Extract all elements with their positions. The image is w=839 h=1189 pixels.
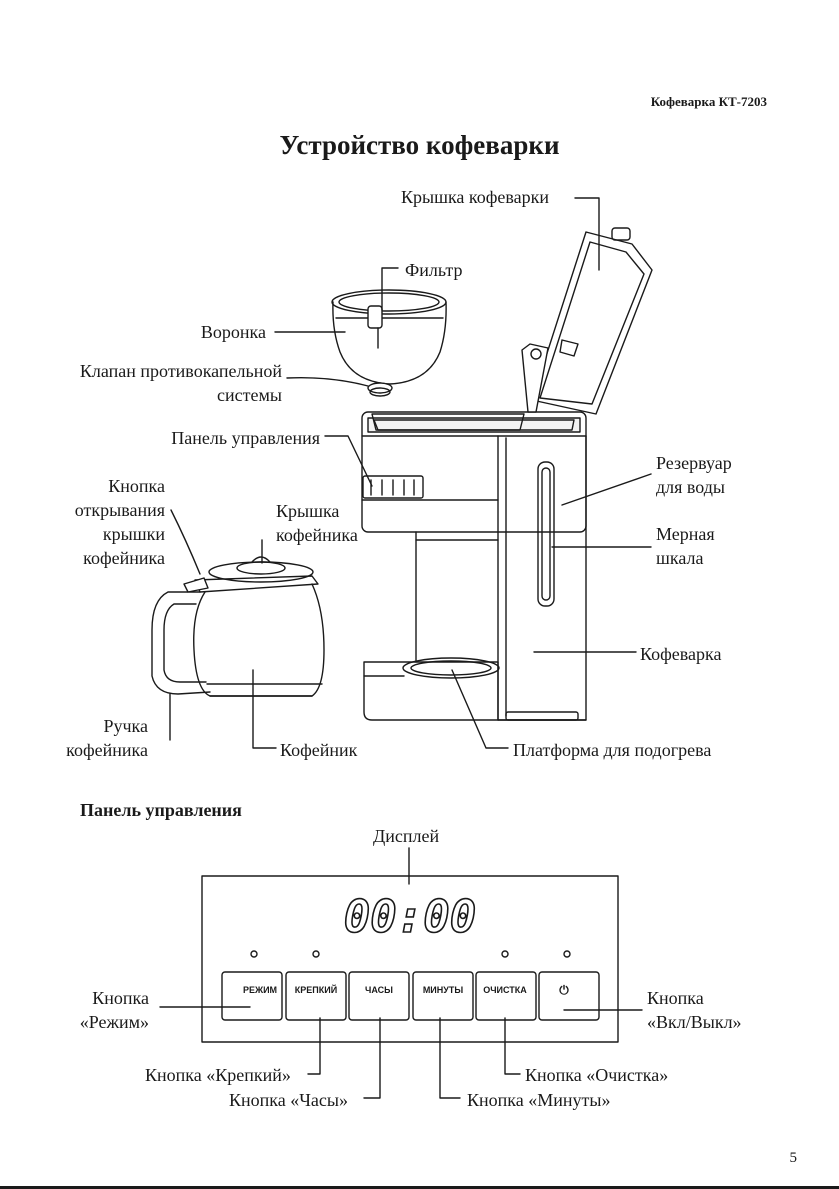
bottom-rule (0, 1186, 839, 1189)
funnel-illustration (331, 289, 447, 397)
label-mode-button: Кнопка«Режим» (79, 988, 149, 1032)
label-filter: Фильтр (405, 260, 463, 280)
label-pot: Кофейник (280, 740, 358, 760)
label-power-button: Кнопка«Вкл/Выкл» (647, 988, 742, 1032)
label-warming-plate: Платформа для подогрева (513, 740, 712, 760)
control-panel-illustration (159, 847, 643, 1099)
panel-button-clock: ЧАСЫ (365, 985, 393, 995)
label-clock-button: Кнопка «Часы» (229, 1090, 349, 1110)
label-display: Дисплей (373, 826, 440, 846)
panel-button-strong: КРЕПКИЙ (295, 984, 337, 995)
section-title-control-panel: Панель управления (80, 800, 242, 820)
panel-button-minutes: МИНУТЫ (423, 985, 464, 995)
leader-lines (169, 197, 652, 749)
document-header: Кофеварка КТ-7203 (650, 94, 767, 109)
carafe-illustration (151, 556, 325, 697)
label-control-panel: Панель управления (171, 428, 320, 448)
label-strong-button: Кнопка «Крепкий» (145, 1065, 291, 1085)
label-coffee-maker: Кофеварка (640, 644, 722, 664)
power-icon: ⏻ (559, 983, 569, 997)
page-number: 5 (789, 1150, 798, 1166)
label-lid: Крышка кофеварки (401, 187, 550, 207)
label-clean-button: Кнопка «Очистка» (525, 1065, 669, 1085)
page-title: Устройство кофеварки (279, 130, 560, 160)
label-minutes-button: Кнопка «Минуты» (467, 1090, 611, 1110)
coffee-maker-illustration (361, 227, 653, 721)
panel-display-value: 00:00 (344, 892, 476, 943)
label-funnel: Воронка (200, 322, 266, 342)
panel-button-clean: ОЧИСТКА (483, 985, 527, 995)
panel-button-mode: РЕЖИМ (243, 985, 277, 995)
